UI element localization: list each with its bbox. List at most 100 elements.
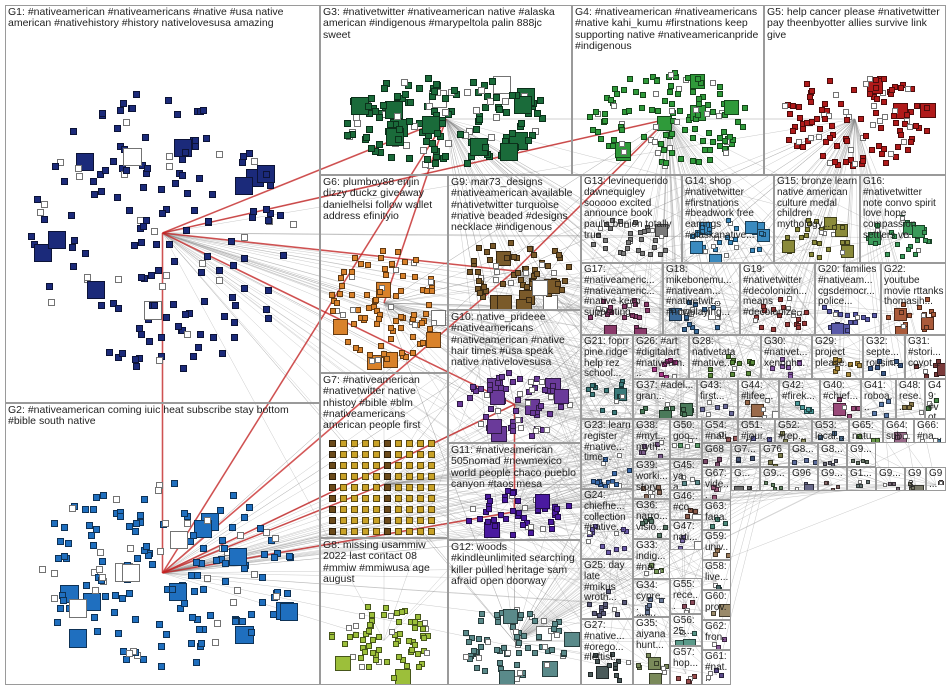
graph-node[interactable]	[901, 139, 907, 146]
graph-node[interactable]	[907, 123, 913, 130]
graph-node[interactable]	[395, 653, 402, 660]
graph-node[interactable]	[717, 239, 723, 245]
graph-node[interactable]	[538, 262, 545, 269]
graph-node[interactable]	[722, 149, 729, 156]
graph-node[interactable]	[652, 138, 659, 145]
graph-node[interactable]	[279, 251, 287, 259]
graph-node[interactable]	[509, 427, 516, 434]
graph-node[interactable]	[463, 653, 470, 660]
graph-node[interactable]	[362, 462, 369, 469]
graph-node[interactable]	[516, 669, 523, 676]
graph-node[interactable]	[804, 80, 811, 87]
graph-node[interactable]	[695, 231, 701, 237]
graph-node[interactable]	[689, 233, 695, 239]
graph-node[interactable]	[858, 116, 865, 123]
graph-node[interactable]	[684, 444, 690, 450]
graph-node[interactable]	[358, 664, 365, 671]
graph-node[interactable]	[861, 315, 867, 320]
graph-node[interactable]	[757, 247, 763, 252]
graph-node[interactable]	[400, 657, 407, 664]
graph-node[interactable]	[51, 595, 59, 603]
graph-node[interactable]	[133, 520, 141, 527]
graph-node[interactable]	[485, 518, 492, 525]
graph-node[interactable]	[599, 544, 605, 550]
graph-node[interactable]	[611, 102, 618, 109]
graph-node[interactable]	[428, 517, 435, 524]
graph-node[interactable]	[514, 498, 521, 505]
graph-node[interactable]	[551, 247, 558, 254]
graph-node[interactable]	[375, 634, 382, 641]
graph-node[interactable]	[170, 257, 178, 265]
graph-node[interactable]	[98, 109, 106, 117]
graph-node[interactable]	[395, 451, 402, 458]
graph-node[interactable]	[398, 325, 405, 331]
graph-node[interactable]	[542, 386, 549, 393]
graph-node[interactable]	[817, 240, 823, 246]
graph-node[interactable]	[904, 85, 911, 92]
graph-node[interactable]	[339, 283, 346, 290]
graph-node[interactable]	[431, 160, 439, 168]
graph-node[interactable]	[888, 151, 895, 158]
graph-node[interactable]	[200, 544, 208, 552]
graph-node[interactable]	[67, 212, 75, 220]
graph-node[interactable]	[658, 140, 665, 147]
graph-node[interactable]	[565, 264, 572, 271]
graph-node[interactable]	[151, 302, 158, 310]
graph-node[interactable]	[524, 400, 531, 407]
graph-node[interactable]	[365, 642, 372, 649]
graph-node[interactable]	[916, 247, 922, 253]
graph-node[interactable]	[433, 130, 441, 138]
graph-node[interactable]	[110, 608, 118, 616]
graph-node[interactable]	[423, 311, 430, 317]
graph-node[interactable]	[607, 97, 614, 104]
graph-node[interactable]	[199, 107, 207, 115]
graph-node[interactable]	[123, 119, 130, 127]
graph-node[interactable]	[628, 230, 633, 236]
graph-node[interactable]	[648, 251, 654, 257]
graph-node[interactable]	[114, 276, 122, 284]
graph-node[interactable]	[351, 528, 358, 535]
graph-node[interactable]	[367, 144, 375, 152]
graph-node[interactable]	[126, 207, 133, 215]
graph-node[interactable]	[260, 550, 268, 558]
graph-node[interactable]	[82, 505, 90, 513]
graph-node[interactable]	[410, 334, 417, 341]
graph-node[interactable]	[190, 206, 198, 214]
graph-node[interactable]	[362, 484, 369, 491]
graph-node[interactable]	[492, 523, 498, 530]
graph-node[interactable]	[486, 418, 503, 435]
graph-node[interactable]	[510, 253, 517, 260]
graph-node[interactable]	[741, 104, 748, 111]
graph-node[interactable]	[466, 269, 473, 276]
graph-node[interactable]	[566, 402, 573, 409]
graph-node[interactable]	[874, 96, 881, 103]
graph-node[interactable]	[206, 612, 214, 619]
graph-node[interactable]	[816, 254, 822, 260]
graph-node[interactable]	[895, 143, 902, 150]
graph-node[interactable]	[138, 273, 146, 281]
graph-node[interactable]	[149, 561, 157, 569]
graph-node[interactable]	[271, 554, 279, 562]
graph-node[interactable]	[388, 303, 395, 310]
graph-node[interactable]	[536, 97, 544, 105]
graph-node[interactable]	[715, 584, 721, 589]
graph-node[interactable]	[797, 115, 804, 121]
graph-node[interactable]	[427, 278, 434, 285]
graph-node[interactable]	[335, 655, 351, 672]
graph-node[interactable]	[597, 613, 603, 618]
graph-node[interactable]	[654, 150, 661, 157]
graph-node[interactable]	[337, 290, 344, 297]
graph-node[interactable]	[431, 88, 439, 96]
graph-node[interactable]	[89, 542, 97, 550]
graph-node[interactable]	[266, 209, 274, 217]
graph-node[interactable]	[475, 277, 482, 284]
graph-node[interactable]	[219, 349, 227, 357]
graph-node[interactable]	[706, 146, 713, 153]
graph-node[interactable]	[745, 371, 751, 377]
graph-node[interactable]	[508, 239, 514, 246]
graph-node[interactable]	[863, 80, 870, 87]
graph-node[interactable]	[523, 283, 530, 290]
graph-node[interactable]	[340, 495, 347, 502]
graph-node[interactable]	[110, 299, 117, 307]
graph-node[interactable]	[709, 109, 716, 116]
